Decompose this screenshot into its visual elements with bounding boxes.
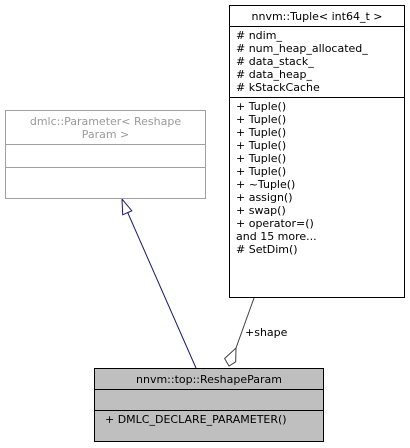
- method-item: + swap(): [236, 204, 286, 217]
- parent-class-box[interactable]: dmlc::Parameter< Reshape Param >: [5, 110, 206, 199]
- main-class-title: nnvm::top::ReshapeParam: [136, 373, 282, 386]
- parent-class-attributes: [6, 144, 205, 167]
- parent-class-title-line-1: dmlc::Parameter< Reshape: [29, 115, 182, 128]
- inheritance-edge: [126, 210, 197, 369]
- tuple-class-attributes: # ndim_ # num_heap_allocated_ # data_sta…: [230, 26, 404, 97]
- attribute-item: # data_stack_: [236, 55, 314, 68]
- more-methods-link[interactable]: and 15 more...: [236, 230, 317, 243]
- aggregation-diamond: [223, 346, 237, 367]
- method-item: + Tuple(): [236, 113, 287, 126]
- inheritance-arrowhead: [121, 197, 133, 216]
- aggregation-label: +shape: [245, 326, 288, 339]
- method-item: + operator=(): [236, 217, 314, 230]
- tuple-class-methods: + Tuple() + Tuple() + Tuple() + Tuple() …: [230, 97, 404, 259]
- parent-class-title-line-2: Param >: [81, 128, 130, 141]
- attribute-item: # kStackCache: [236, 81, 320, 94]
- main-class-attributes: [95, 389, 323, 410]
- main-class-methods: + DMLC_DECLARE_PARAMETER(): [95, 410, 323, 429]
- parent-class-methods: [6, 167, 205, 190]
- parent-class-title: dmlc::Parameter< Reshape Param >: [6, 111, 205, 144]
- method-item: + Tuple(): [236, 165, 287, 178]
- main-class-box[interactable]: nnvm::top::ReshapeParam + DMLC_DECLARE_P…: [94, 368, 324, 442]
- aggregation-edge: [235, 297, 255, 349]
- attribute-item: # num_heap_allocated_: [236, 42, 368, 55]
- attribute-item: # ndim_: [236, 29, 282, 42]
- attribute-item: # data_heap_: [236, 68, 312, 81]
- method-item: + Tuple(): [236, 152, 287, 165]
- method-item: + DMLC_DECLARE_PARAMETER(): [105, 413, 287, 426]
- method-item: + ~Tuple(): [236, 178, 296, 191]
- method-item: + Tuple(): [236, 139, 287, 152]
- tuple-class-title: nnvm::Tuple< int64_t >: [251, 10, 383, 23]
- method-item: + Tuple(): [236, 100, 287, 113]
- method-item: + assign(): [236, 191, 293, 204]
- method-item: # SetDim(): [236, 243, 298, 256]
- tuple-class-box[interactable]: nnvm::Tuple< int64_t > # ndim_ # num_hea…: [229, 5, 405, 298]
- method-item: + Tuple(): [236, 126, 287, 139]
